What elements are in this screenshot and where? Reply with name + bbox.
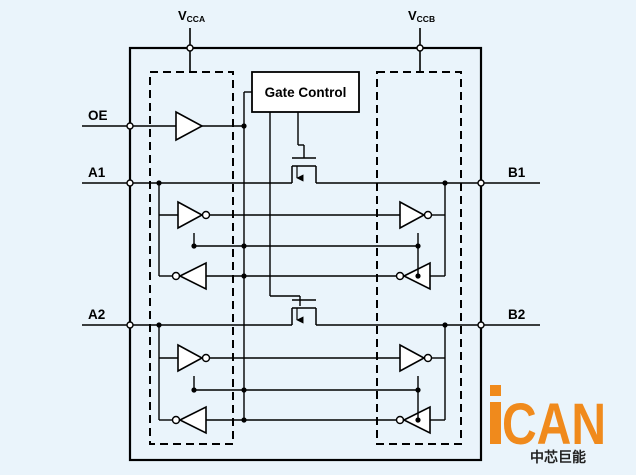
- gate-control-block: Gate Control: [251, 71, 360, 113]
- a1-forward-buffer: [177, 200, 204, 230]
- svg-text:VCCA: VCCA: [178, 8, 205, 24]
- a2-forward-buffer: [177, 343, 204, 373]
- oe-pin-label: OE: [88, 108, 108, 123]
- chip-outline: [128, 46, 483, 462]
- channel-2-buffers: [158, 246, 446, 435]
- control-wiring: [243, 91, 305, 406]
- vccb-domain-box: [376, 71, 462, 445]
- b1-forward-buffer: [399, 200, 426, 230]
- ican-chinese-text: 中芯巨能: [530, 449, 586, 466]
- svg-text:VCCB: VCCB: [408, 8, 435, 24]
- vccb-subscript: CCB: [417, 14, 435, 24]
- pass-fet-1: [291, 157, 317, 183]
- vcca-label: V: [178, 8, 187, 23]
- vcca-subscript: CCA: [187, 14, 205, 24]
- b1-pin-label: B1: [508, 165, 526, 180]
- a2-reverse-buffer: [178, 405, 207, 435]
- a2-pin-label: A2: [88, 307, 105, 322]
- oe-path: OE: [82, 108, 247, 142]
- a2-b2-channel: A2 B2: [82, 299, 540, 329]
- ican-logo: CAN 中芯巨能: [478, 385, 606, 466]
- channel-1-buffers: [158, 183, 446, 291]
- ican-brand-text: CAN: [478, 392, 606, 457]
- vcca-supply: VCCA: [178, 8, 205, 72]
- b2-forward-buffer: [399, 343, 426, 373]
- pass-fet-2: [291, 299, 317, 325]
- vccb-label: V: [408, 8, 417, 23]
- b2-pin-label: B2: [508, 307, 525, 322]
- vccb-supply: VCCB: [408, 8, 435, 72]
- a1-pin-label: A1: [88, 165, 106, 180]
- gate-control-label: Gate Control: [265, 85, 347, 100]
- oe-buffer: [175, 110, 204, 142]
- a1-reverse-buffer: [178, 261, 207, 291]
- vcca-domain-box: [149, 71, 234, 445]
